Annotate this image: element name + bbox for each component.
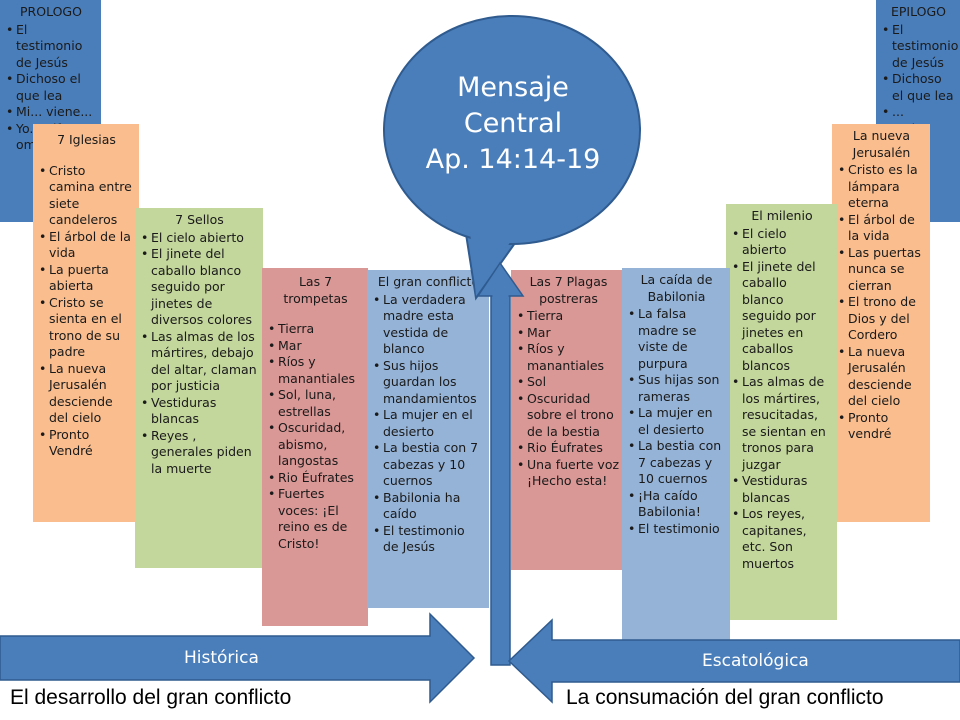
list-item: El testimonio de Jesús	[373, 523, 484, 556]
list-item: Dichoso el que lea	[882, 71, 955, 104]
list-item: La puerta abierta	[39, 262, 134, 295]
iglesias-box: 7 Iglesias Cristo camina entre siete can…	[33, 124, 139, 522]
list-item: El trono de Dios y del Cordero	[838, 294, 925, 344]
list-item: El testimonio de Jesús	[6, 22, 96, 72]
conflicto-box: El gran conflicto La verdadera madre est…	[367, 270, 489, 608]
list-item: La verdadera madre esta vestida de blanc…	[373, 292, 484, 358]
escatologica-arrow	[507, 618, 960, 704]
prologo-box: PROLOGO El testimonio de JesúsDichoso el…	[0, 0, 101, 222]
conflicto-list: La verdadera madre esta vestida de blanc…	[373, 292, 484, 556]
list-item: Oscuridad, abismo, langostas	[268, 420, 363, 470]
babilonia-list: La falsa madre se viste de purpuraSus hi…	[628, 306, 725, 537]
list-item: Las almas de los mártires, debajo del al…	[141, 329, 258, 395]
milenio-box: El milenio El cielo abiertoEl jinete del…	[726, 204, 837, 620]
list-item: Pronto vendré	[838, 410, 925, 443]
list-item: Los reyes, capitanes, etc. Son muertos	[732, 506, 832, 572]
list-item: Sus hijas son rameras	[628, 372, 725, 405]
prologo-list: El testimonio de JesúsDichoso el que lea…	[6, 22, 96, 154]
milenio-list: El cielo abiertoEl jinete del caballo bl…	[732, 226, 832, 573]
sellos-title: 7 Sellos	[175, 212, 224, 227]
list-item: La bestia con 7 cabezas y 10 cuernos	[628, 438, 725, 488]
list-item: El cielo abierto	[732, 226, 832, 259]
list-item: Cristo camina entre siete candeleros	[39, 163, 134, 229]
list-item: Pronto Vendré	[39, 427, 134, 460]
list-item: Cristo se sienta en el trono de su padre	[39, 295, 134, 361]
list-item: El cielo abierto	[141, 230, 258, 247]
plagas-title: Las 7 Plagas postreras	[529, 274, 608, 306]
list-item: Tierra	[268, 321, 363, 338]
trompetas-list: TierraMarRíos y manantialesSol, luna, es…	[268, 321, 363, 552]
list-item: Rio Éufrates	[517, 440, 620, 457]
list-item: Dichoso el que lea	[6, 71, 96, 104]
sellos-box: 7 Sellos El cielo abiertoEl jinete del c…	[135, 208, 263, 568]
milenio-title: El milenio	[751, 208, 813, 223]
list-item: Ríos y manantiales	[517, 341, 620, 374]
list-item: Reyes , generales piden la muerte	[141, 428, 258, 478]
list-item: La nueva Jerusalén desciende del cielo	[838, 344, 925, 410]
trompetas-box: Las 7 trompetas TierraMarRíos y manantia…	[262, 268, 368, 626]
iglesias-title: 7 Iglesias	[57, 132, 116, 147]
list-item: ¡Ha caído Babilonia!	[628, 488, 725, 521]
caption-left: El desarrollo del gran conflicto	[10, 686, 292, 709]
list-item: La mujer en el desierto	[628, 405, 725, 438]
list-item: El testimonio	[628, 521, 725, 538]
sellos-list: El cielo abiertoEl jinete del caballo bl…	[141, 230, 258, 478]
bubble-line-1: Mensaje	[457, 72, 569, 103]
iglesias-list: Cristo camina entre siete candelerosEl á…	[39, 163, 134, 460]
list-item: Vestiduras blancas	[141, 395, 258, 428]
plagas-box: Las 7 Plagas postreras TierraMarRíos y m…	[511, 270, 625, 570]
historica-arrow	[0, 612, 476, 704]
list-item: Fuertes voces: ¡El reino es de Cristo!	[268, 486, 363, 552]
list-item: Tierra	[517, 308, 620, 325]
list-item: La nueva Jerusalén desciende del cielo	[39, 361, 134, 427]
bubble-line-3: Ap. 14:14-19	[425, 144, 601, 176]
list-item: Sus hijos guardan los mandamientos	[373, 358, 484, 408]
bubble-line-2: Central	[463, 108, 563, 140]
vertical-up-arrow	[476, 261, 525, 666]
list-item: Sol, luna, estrellas	[268, 387, 363, 420]
prologo-title: PROLOGO	[20, 4, 82, 19]
babilonia-box: La caída de Babilonia La falsa madre se …	[622, 268, 730, 640]
historica-label: Histórica	[184, 648, 259, 668]
list-item: Oscuridad sobre el trono de la bestia	[517, 391, 620, 441]
list-item: Cristo es la lámpara eterna	[838, 162, 925, 212]
caption-right: La consumación del gran conflicto	[566, 686, 884, 709]
epilogo-list: El testimonio de JesúsDichoso el que lea…	[882, 22, 958, 138]
escatologica-label: Escatológica	[702, 651, 809, 671]
epilogo-title: EPILOGO	[890, 4, 946, 19]
list-item: El árbol de la vida	[838, 212, 925, 245]
jerusalen-list: Cristo es la lámpara eternaEl árbol de l…	[838, 162, 925, 443]
bubble-text: Mensaje Central Ap. 14:14-19	[408, 70, 618, 179]
list-item: Las puertas nunca se cierran	[838, 245, 925, 295]
list-item: Mi... viene...	[6, 104, 96, 121]
jerusalen-box: La nueva Jerusalén Cristo es la lámpara …	[832, 124, 930, 522]
list-item: La mujer en el desierto	[373, 407, 484, 440]
conflicto-title: El gran conflicto	[377, 274, 480, 289]
list-item: Ríos y manantiales	[268, 354, 363, 387]
list-item: Sol	[517, 374, 620, 391]
list-item: ...	[882, 104, 955, 121]
list-item: El testimonio de Jesús	[882, 22, 958, 72]
list-item: El jinete del caballo blanco seguido por…	[141, 246, 258, 329]
list-item: Babilonia ha caído	[373, 490, 484, 523]
list-item: Las almas de los mártires, resucitadas, …	[732, 374, 832, 473]
plagas-list: TierraMarRíos y manantialesSolOscuridad …	[517, 308, 620, 490]
list-item: Vestiduras blancas	[732, 473, 832, 506]
list-item: Mar	[268, 338, 363, 355]
babilonia-title: La caída de Babilonia	[640, 272, 713, 304]
list-item: El árbol de la vida	[39, 229, 134, 262]
list-item: La falsa madre se viste de purpura	[628, 306, 725, 372]
jerusalen-title: La nueva Jerusalén	[852, 128, 911, 160]
list-item: Una fuerte voz ¡Hecho esta!	[517, 457, 620, 490]
list-item: Mar	[517, 325, 620, 342]
list-item: Rio Éufrates	[268, 470, 363, 487]
trompetas-title: Las 7 trompetas	[283, 274, 348, 306]
list-item: La bestia con 7 cabezas y 10 cuernos	[373, 440, 484, 490]
list-item: El jinete del caballo blanco seguido por…	[732, 259, 832, 375]
